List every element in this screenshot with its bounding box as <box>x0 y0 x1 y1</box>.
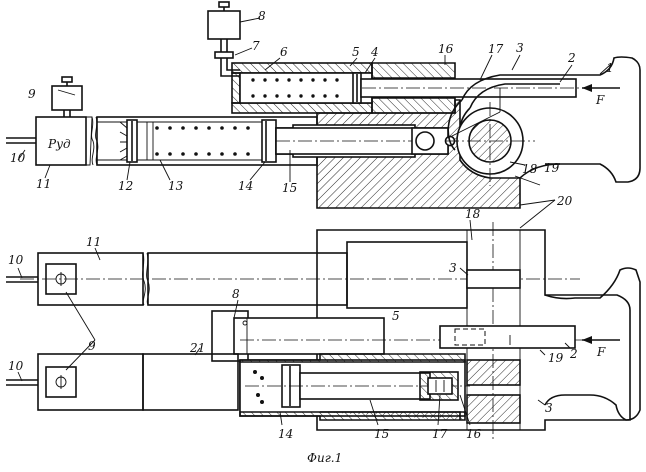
callout-b10b: 10 <box>8 359 24 373</box>
valve-9 <box>52 86 82 110</box>
piston-14 <box>262 120 276 162</box>
callout-11: 11 <box>36 177 51 191</box>
callout-2: 2 <box>567 51 576 65</box>
callout-b10a: 10 <box>8 253 24 267</box>
callout-16: 16 <box>438 42 454 56</box>
callout-21: 21 <box>189 341 205 355</box>
callout-b3a: 3 <box>449 261 457 275</box>
callout-b2: 2 <box>569 347 578 361</box>
callout-b19: 19 <box>548 351 564 365</box>
callout-b8: 8 <box>232 287 240 301</box>
callout-b5: 5 <box>392 309 400 323</box>
callout-12: 12 <box>118 179 133 193</box>
callout-19: 19 <box>544 161 560 175</box>
callout-17: 17 <box>488 42 504 56</box>
force-label-top: F <box>595 93 605 107</box>
cylinder-5-bottom-wall <box>232 103 372 113</box>
force-label-bottom: F <box>596 345 606 359</box>
callout-4: 4 <box>370 45 379 59</box>
callout-10: 10 <box>10 151 26 165</box>
callout-8: 8 <box>258 9 266 23</box>
callout-3: 3 <box>516 41 524 55</box>
callout-b17: 17 <box>432 427 448 441</box>
callout-b14: 14 <box>278 427 293 441</box>
rod-2-plan <box>440 326 575 348</box>
pressure-label: Pуд <box>47 137 71 151</box>
tool-1 <box>560 57 640 182</box>
callout-14: 14 <box>238 179 253 193</box>
callout-b11: 11 <box>86 235 101 249</box>
top-section-view <box>6 2 640 228</box>
callout-18: 18 <box>522 162 538 176</box>
callout-1: 1 <box>606 61 614 75</box>
callout-6: 6 <box>280 45 288 59</box>
valve-8 <box>208 11 240 39</box>
callout-15: 15 <box>282 181 297 195</box>
callout-9: 9 <box>28 87 36 101</box>
callout-b16: 16 <box>466 427 482 441</box>
callout-13: 13 <box>168 179 184 193</box>
figure-caption: Фиг.1 <box>307 451 342 465</box>
callout-b15: 15 <box>374 427 389 441</box>
cylinder-21 <box>143 354 238 410</box>
callout-b9: 9 <box>88 339 96 353</box>
callout-7: 7 <box>252 39 260 53</box>
spring-13 <box>147 122 250 160</box>
callout-5: 5 <box>352 45 360 59</box>
callout-b3b: 3 <box>545 401 553 415</box>
callout-20: 20 <box>556 194 573 208</box>
fitting-7 <box>215 52 233 58</box>
callout-b18: 18 <box>465 207 481 221</box>
